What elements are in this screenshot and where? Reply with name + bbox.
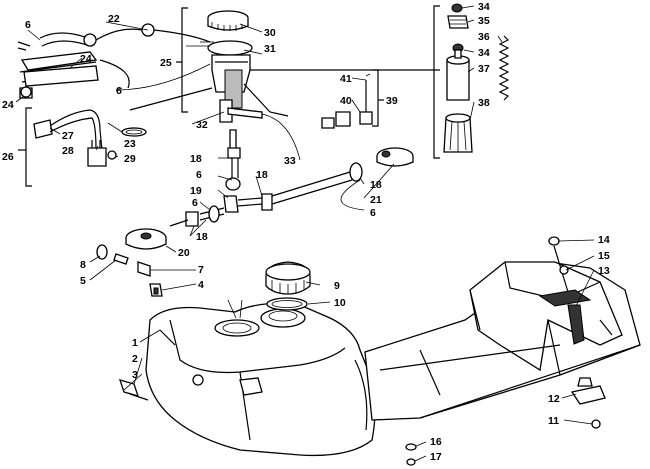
callout-6: 6 [196,169,202,181]
leader-lines [15,5,595,462]
callout-11: 11 [548,415,559,427]
callout-26: 26 [2,151,14,163]
callout-18: 18 [256,169,268,181]
callout-37: 37 [478,63,490,75]
fuel-pump-module [207,10,289,151]
callout-38: 38 [478,97,490,109]
callout-33: 33 [284,155,296,167]
callout-31: 31 [264,43,276,55]
callout-22: 22 [108,13,120,25]
fuel-filter-21 [376,147,414,167]
callout-16: 16 [430,436,442,448]
fuel-filter-20 [125,228,167,250]
callout-18: 18 [370,179,382,191]
callout-30: 30 [264,27,276,39]
callout-3: 3 [132,369,138,381]
callout-13: 13 [598,265,610,277]
callout-2: 2 [132,353,138,365]
chassis-tunnel [364,261,641,421]
callout-19: 19 [190,185,202,197]
callout-32: 32 [196,119,208,131]
callout-27: 27 [62,130,74,142]
callout-17: 17 [430,451,442,463]
vent-parts [405,236,606,466]
callout-28: 28 [62,145,74,157]
wire-harness [33,109,147,167]
callout-21: 21 [370,194,382,206]
callout-12: 12 [548,393,560,405]
callout-41: 41 [340,73,352,85]
callout-36: 36 [478,31,490,43]
callout-1: 1 [132,337,138,349]
small-fittings [96,244,163,297]
sending-unit [321,73,373,129]
callout-20: 20 [178,247,190,259]
callout-34: 34 [478,1,490,13]
callout-24: 24 [80,53,92,65]
callout-14: 14 [598,234,610,246]
callout-6: 6 [116,85,122,97]
callout-4: 4 [198,279,204,291]
fuel-lines [169,147,363,227]
callout-8: 8 [80,259,86,271]
callout-29: 29 [124,153,136,165]
callout-6: 6 [25,19,31,31]
callout-6: 6 [370,207,376,219]
fuel-tank [145,302,376,457]
callout-24: 24 [2,99,14,111]
callout-34: 34 [478,47,490,59]
fuel-cap [265,261,311,295]
callout-18: 18 [196,231,208,243]
callout-labels: 6 22 24 6 24 30 31 25 32 27 23 28 26 29 … [2,1,610,463]
drain-fitting [118,379,149,401]
callout-7: 7 [198,264,204,276]
callout-40: 40 [340,95,352,107]
callout-39: 39 [386,95,398,107]
callout-9: 9 [334,280,340,292]
callout-18: 18 [190,153,202,165]
fuel-rail-assembly [17,23,211,99]
callout-5: 5 [80,275,86,287]
callout-6: 6 [192,197,198,209]
callout-15: 15 [598,250,610,262]
callout-10: 10 [334,297,346,309]
cap-gasket [266,297,308,311]
callout-25: 25 [160,57,172,69]
callout-35: 35 [478,15,490,27]
callout-23: 23 [124,138,136,150]
pump-exploded [443,3,510,153]
